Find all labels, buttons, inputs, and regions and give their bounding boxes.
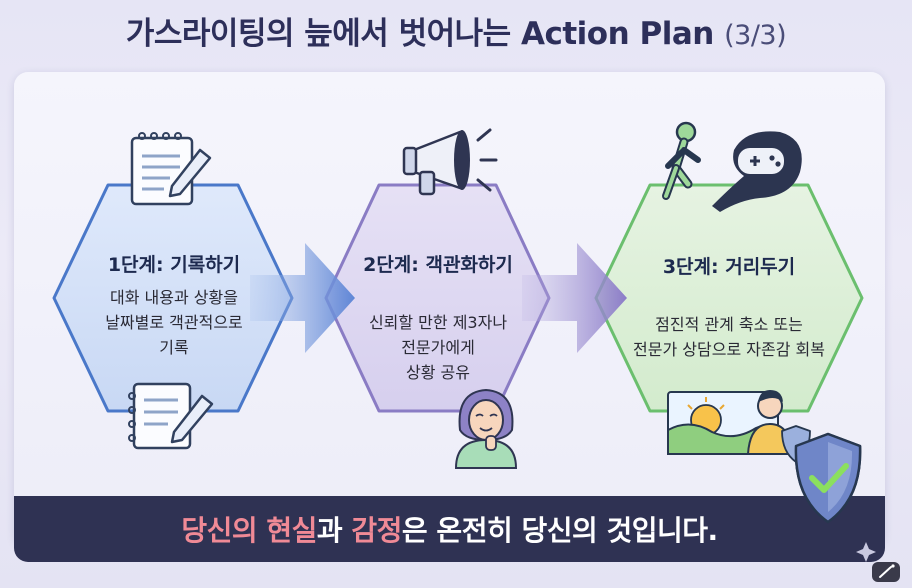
step1-title: 1단계: 기록하기 xyxy=(107,254,241,276)
banner-connector: 과 xyxy=(316,514,352,547)
arrow-step1-to-2 xyxy=(250,243,355,353)
step1-description: 대화 내용과 상황을 날짜별로 객관적으로 기록 xyxy=(64,285,284,360)
step3-desc-line-1: 점진적 관계 축소 또는 xyxy=(655,315,803,334)
step3-description: 점진적 관계 축소 또는 전문가 상담으로 자존감 회복 xyxy=(604,312,854,362)
banner-rest: 은 온전히 당신의 것입니다. xyxy=(401,514,718,547)
shield-check-overlay-icon xyxy=(794,432,862,524)
sunrise-landscape-icon xyxy=(667,390,794,455)
banner-highlight-emotion: 감정 xyxy=(351,514,402,547)
sparkle-icon xyxy=(856,542,876,562)
banner-highlight-reality: 당신의 현실 xyxy=(181,514,317,547)
title-sub: (3/3) xyxy=(724,20,787,51)
woman-avatar-icon xyxy=(454,388,518,469)
step3-title: 3단계: 거리두기 xyxy=(662,256,796,278)
step1-desc-line-2: 날짜별로 객관적으로 xyxy=(105,313,243,332)
magic-wand-button-icon[interactable] xyxy=(872,562,900,582)
step3-desc-line-2: 전문가 상담으로 자존감 회복 xyxy=(633,340,825,359)
message-banner: 당신의 현실과 감정은 온전히 당신의 것입니다. xyxy=(14,496,885,562)
notebook-pen-icon xyxy=(128,382,214,450)
banner-message: 당신의 현실과 감정은 온전히 당신의 것입니다. xyxy=(14,509,885,549)
step2-desc-line-1: 신뢰할 만한 제3자나 xyxy=(368,313,508,332)
title-main: 가스라이팅의 늪에서 벗어나는 Action Plan xyxy=(125,16,714,52)
step2-description: 신뢰할 만한 제3자나 전문가에게 상황 공유 xyxy=(338,310,538,385)
step2-desc-line-3: 상황 공유 xyxy=(406,363,470,382)
step1-desc-line-1: 대화 내용과 상황을 xyxy=(110,288,238,307)
arrow-step2-to-3 xyxy=(522,243,627,353)
step1-desc-line-3: 기록 xyxy=(159,338,189,357)
step2-title: 2단계: 객관화하기 xyxy=(363,254,513,276)
walking-person-icon xyxy=(662,121,701,200)
game-controller-icon xyxy=(712,131,802,212)
page-title: 가스라이팅의 늪에서 벗어나는 Action Plan (3/3) xyxy=(0,8,912,53)
step1-hexagon xyxy=(52,183,294,413)
step2-desc-line-2: 전문가에게 xyxy=(401,338,475,357)
notepad-pen-icon xyxy=(130,132,212,206)
megaphone-icon xyxy=(402,128,498,196)
